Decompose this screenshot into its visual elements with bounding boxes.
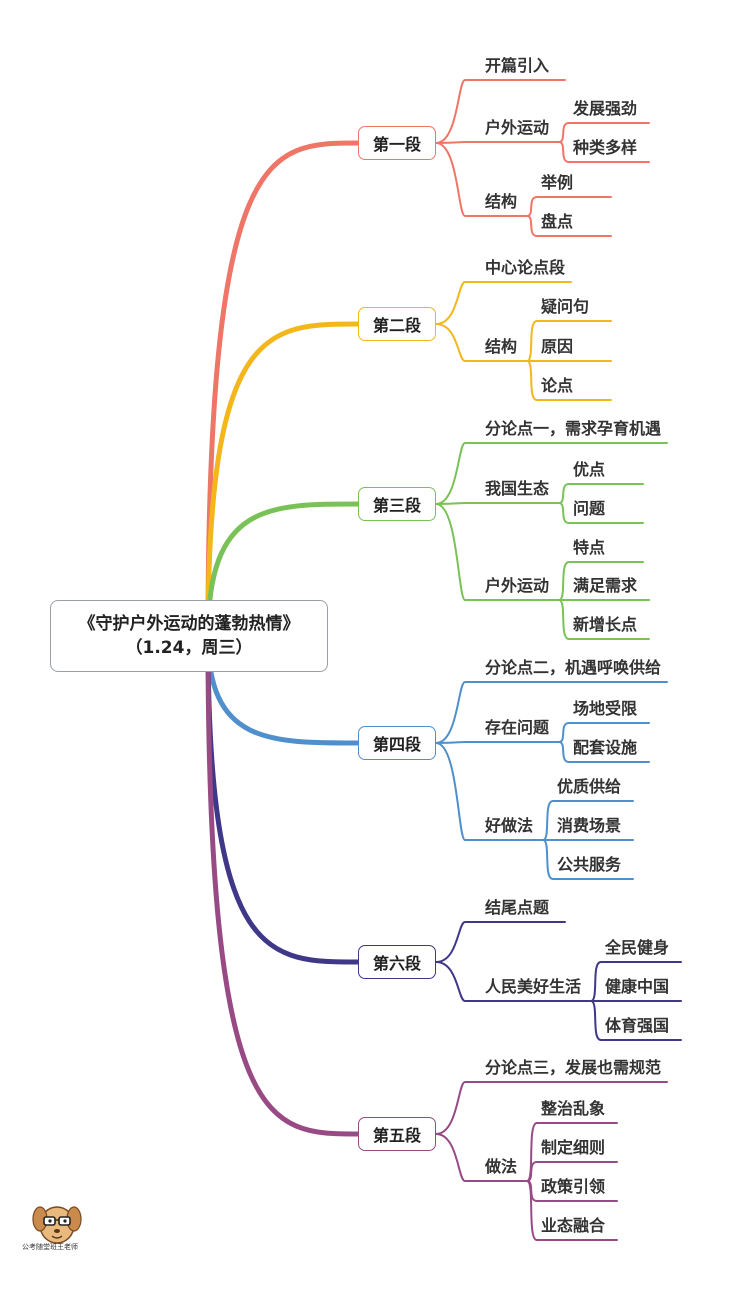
leaf-branch: [526, 1161, 618, 1182]
leaf-branch: [558, 561, 644, 601]
level2-node[interactable]: 健康中国: [605, 977, 670, 996]
level2-node[interactable]: 优质供给: [557, 777, 622, 796]
main-branch: [205, 633, 361, 965]
leaf-branch: [542, 839, 634, 880]
level2-node[interactable]: 体育强国: [605, 1016, 670, 1035]
level2-node[interactable]: 种类多样: [573, 138, 638, 157]
level1-node[interactable]: 结构: [485, 337, 518, 356]
leaf-branch: [526, 360, 612, 401]
level2-node[interactable]: 消费场景: [557, 816, 622, 835]
level2-node[interactable]: 整治乱象: [541, 1099, 606, 1118]
level2-node[interactable]: 疑问句: [541, 297, 590, 316]
sub-branch: [435, 742, 544, 841]
level2-node[interactable]: 发展强劲: [573, 99, 638, 118]
sub-branch: [435, 503, 560, 601]
level2-node[interactable]: 全民健身: [605, 938, 670, 957]
level2-node[interactable]: 制定细则: [541, 1138, 606, 1157]
leaf-branch: [526, 215, 612, 237]
level2-node[interactable]: 盘点: [541, 212, 574, 231]
mascot-logo-icon: [32, 1206, 82, 1244]
section-node[interactable]: 第六段: [358, 945, 436, 979]
sub-branch: [435, 1133, 528, 1182]
level2-node[interactable]: 优点: [573, 460, 606, 479]
sub-branch: [435, 323, 528, 362]
leaf-branch: [590, 961, 682, 1002]
sub-branch: [435, 921, 566, 963]
sub-branch: [435, 281, 572, 325]
leaf-branch: [558, 741, 650, 763]
level2-node[interactable]: 政策引领: [541, 1177, 606, 1196]
central-topic-title: 《守护户外运动的蓬勃热情》: [78, 614, 300, 634]
main-branch: [205, 501, 361, 639]
central-topic[interactable]: 《守护户外运动的蓬勃热情》 （1.24，周三）: [50, 600, 328, 672]
level1-node[interactable]: 中心论点段: [485, 258, 566, 277]
leaf-branch: [558, 122, 650, 143]
level2-node[interactable]: 满足需求: [573, 576, 638, 595]
leaf-branch: [526, 1180, 618, 1241]
level1-node[interactable]: 分论点一，需求孕育机遇: [485, 419, 662, 438]
level1-node[interactable]: 存在问题: [485, 718, 550, 737]
level2-node[interactable]: 问题: [573, 499, 606, 518]
level1-node[interactable]: 做法: [485, 1157, 518, 1176]
level2-node[interactable]: 原因: [541, 337, 574, 356]
leaf-branch: [558, 599, 650, 640]
sub-branch: [435, 79, 566, 144]
level2-node[interactable]: 配套设施: [573, 738, 638, 757]
leaf-branch: [558, 502, 644, 524]
leaf-branch: [558, 483, 644, 504]
sub-branch: [435, 681, 668, 744]
level1-node[interactable]: 结尾点题: [485, 898, 550, 917]
level1-node[interactable]: 人民美好生活: [485, 977, 582, 996]
main-branch: [205, 633, 361, 1137]
level1-node[interactable]: 开篇引入: [485, 56, 550, 75]
leaf-branch: [526, 196, 612, 217]
level2-node[interactable]: 特点: [573, 538, 606, 557]
sub-branch: [435, 142, 528, 217]
level1-node[interactable]: 我国生态: [485, 479, 550, 498]
level1-node[interactable]: 结构: [485, 192, 518, 211]
leaf-branch: [526, 320, 612, 362]
logo-caption: 公考随堂班王老师: [22, 1243, 78, 1251]
sub-branch: [435, 961, 592, 1002]
sub-branch: [435, 502, 560, 505]
section-node[interactable]: 第三段: [358, 487, 436, 521]
leaf-branch: [558, 141, 650, 163]
level1-node[interactable]: 户外运动: [485, 118, 550, 137]
section-node[interactable]: 第五段: [358, 1117, 436, 1151]
main-branch: [205, 321, 361, 639]
level1-node[interactable]: 好做法: [485, 816, 534, 835]
sub-branch: [435, 741, 560, 744]
leaf-branch: [542, 800, 634, 841]
central-topic-date: （1.24，周三）: [125, 638, 253, 658]
section-node[interactable]: 第二段: [358, 307, 436, 341]
level2-node[interactable]: 业态融合: [541, 1216, 606, 1235]
sub-branch: [435, 1081, 668, 1135]
leaf-branch: [590, 1000, 682, 1041]
sub-branch: [435, 141, 560, 144]
level1-node[interactable]: 分论点二，机遇呼唤供给: [485, 658, 662, 677]
level2-node[interactable]: 举例: [541, 173, 574, 192]
leaf-branch: [558, 722, 650, 743]
main-branch: [205, 140, 361, 639]
section-node[interactable]: 第四段: [358, 726, 436, 760]
level1-node[interactable]: 分论点三，发展也需规范: [485, 1058, 662, 1077]
level2-node[interactable]: 新增长点: [573, 615, 638, 634]
level2-node[interactable]: 论点: [541, 376, 574, 395]
sub-branch: [435, 442, 668, 505]
section-node[interactable]: 第一段: [358, 126, 436, 160]
level2-node[interactable]: 场地受限: [573, 699, 638, 718]
level2-node[interactable]: 公共服务: [557, 855, 622, 874]
level1-node[interactable]: 户外运动: [485, 576, 550, 595]
